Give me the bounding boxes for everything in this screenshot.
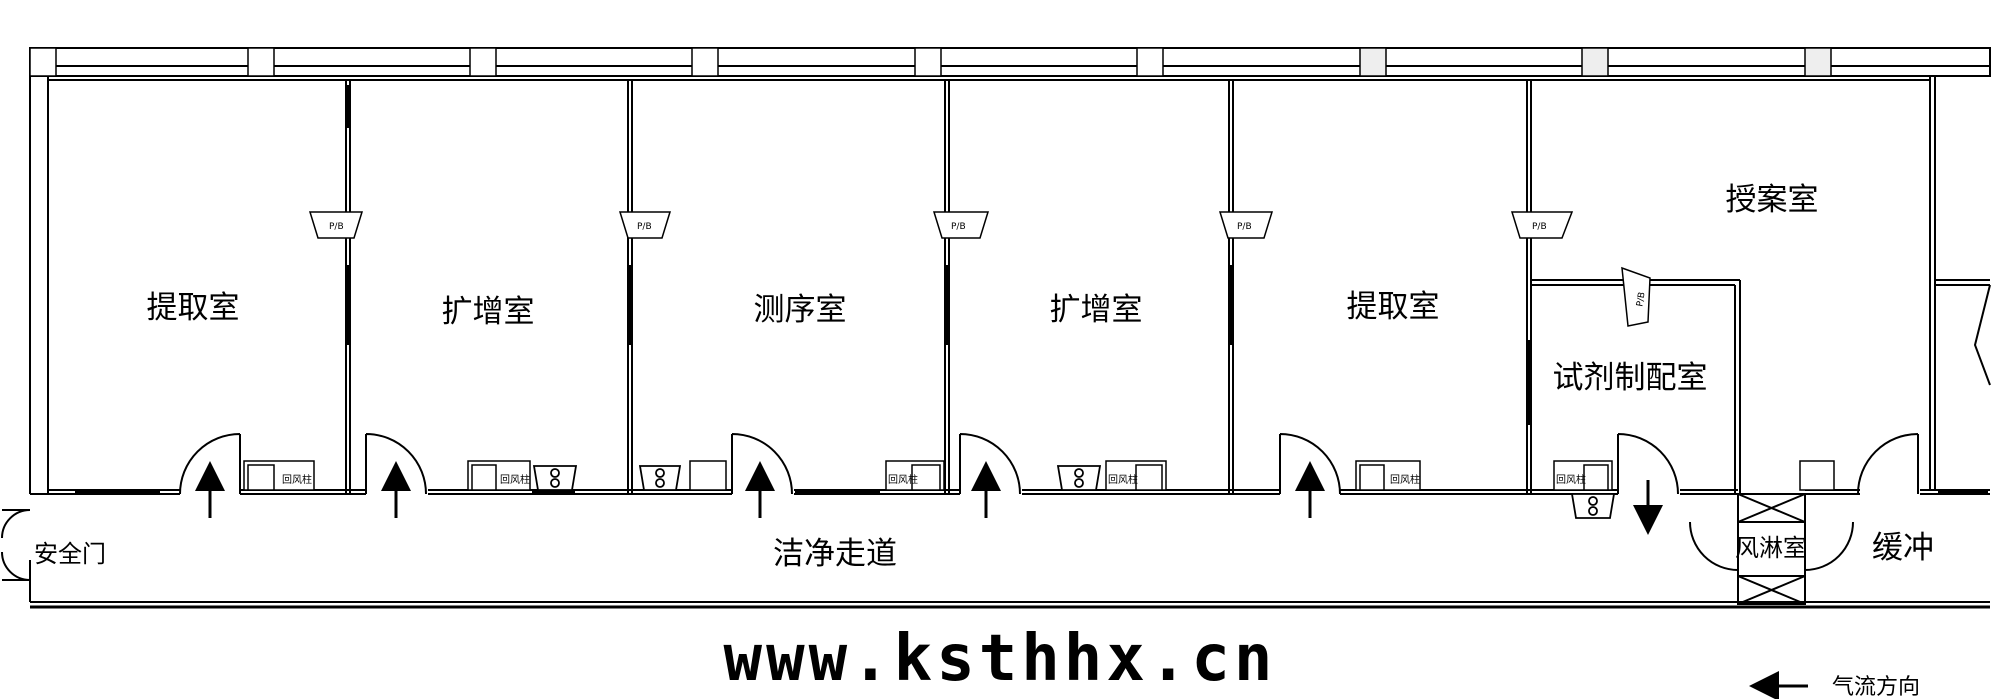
- room-label-amplification-1: 扩增室: [442, 294, 535, 330]
- pass-box-label: P/B: [951, 222, 966, 232]
- room-label-extraction-1: 提取室: [147, 290, 240, 326]
- cabinets: [243, 460, 1835, 491]
- doors: [1, 433, 1919, 581]
- room-label-air-shower: 风淋室: [1735, 534, 1807, 562]
- label-safety-door: 安全门: [34, 540, 106, 568]
- pass-box-label: P/B: [329, 222, 344, 232]
- room-labels: 提取室 扩增室 测序室 扩增室 提取室 授案室 试剂制配室 洁净走道 安全门 风…: [34, 182, 1934, 572]
- room-label-reagent-prep: 试剂制配室: [1553, 360, 1708, 396]
- pass-box-label: P/B: [1237, 222, 1252, 232]
- wall-panels: [345, 85, 1532, 425]
- pass-box-label: P/B: [1635, 291, 1647, 307]
- legend: 气流方向: [1749, 671, 1920, 699]
- sinks: [532, 465, 1616, 519]
- pass-box-label: P/B: [1532, 222, 1547, 232]
- room-label-sample-receiving: 授案室: [1726, 182, 1819, 218]
- watermark: www.ksthhx.cn: [724, 622, 1277, 696]
- room-label-amplification-2: 扩增室: [1050, 292, 1143, 328]
- return-air-label: 回风柱: [888, 473, 918, 486]
- return-air-label: 回风柱: [1556, 473, 1586, 486]
- pass-boxes: [308, 211, 1651, 327]
- room-label-clean-corridor: 洁净走道: [773, 536, 897, 572]
- air-shower-box: [1737, 493, 1806, 605]
- return-air-label: 回风柱: [282, 473, 312, 486]
- outer-walls: [29, 47, 1991, 609]
- return-air-label: 回风柱: [500, 473, 530, 486]
- return-air-labels: 回风柱 回风柱 回风柱 回风柱 回风柱 回风柱: [282, 473, 1586, 486]
- return-air-label: 回风柱: [1390, 473, 1420, 486]
- room-label-extraction-2: 提取室: [1347, 289, 1440, 325]
- legend-label: 气流方向: [1832, 675, 1920, 699]
- pass-box-labels: P/B P/B P/B P/B P/B P/B: [329, 222, 1648, 308]
- airflow-arrows: [195, 461, 1663, 535]
- room-label-buffer: 缓冲: [1872, 530, 1934, 566]
- window-band: [29, 47, 1832, 77]
- room-label-sequencing: 测序室: [754, 292, 847, 328]
- return-air-label: 回风柱: [1108, 473, 1138, 486]
- pass-box-label: P/B: [637, 222, 652, 232]
